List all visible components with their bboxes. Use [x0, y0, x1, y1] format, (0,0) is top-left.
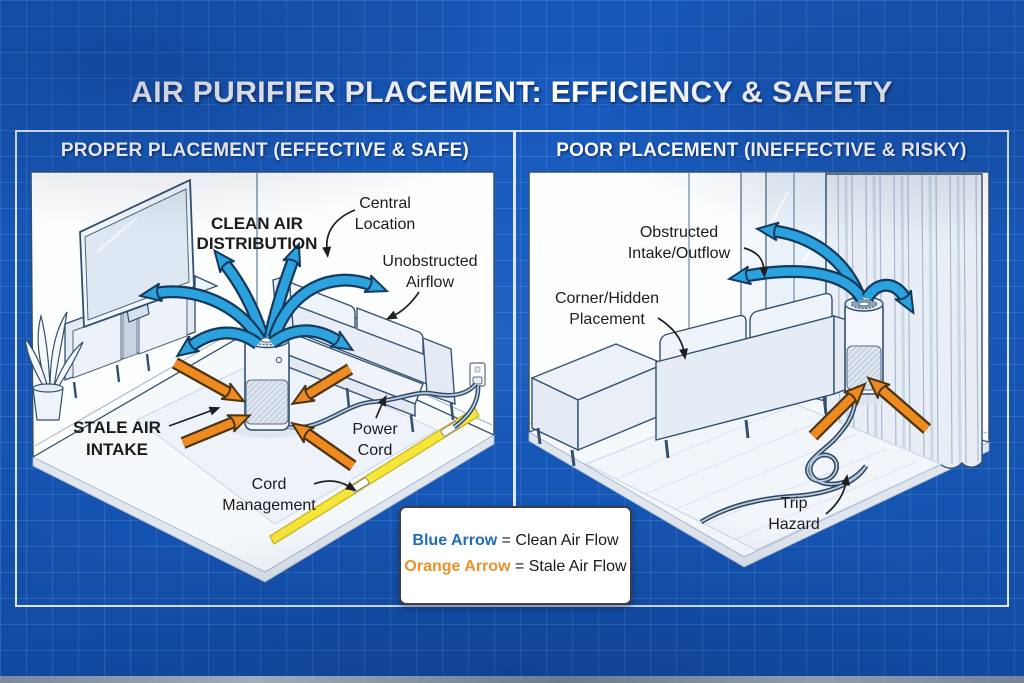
air-purifier: [235, 331, 299, 438]
panel-poor-placement: Obstructed Intake/Outflow Corner/Hidden …: [516, 132, 1007, 605]
page-title: AIR PURIFIER PLACEMENT: EFFICIENCY & SAF…: [131, 76, 893, 109]
panel-proper-placement: CLEAN AIR DISTRIBUTION Central Location …: [17, 132, 513, 605]
label-stale-1: STALE AIR: [73, 418, 161, 437]
label-cordmgmt-2: Management: [222, 497, 316, 514]
label-power-1: Power: [352, 421, 398, 438]
power-cord: [278, 382, 481, 430]
label-corner-1: Corner/Hidden: [555, 290, 659, 307]
stale-air-arrows: [808, 376, 932, 441]
legend-orange-desc: = Stale Air Flow: [510, 558, 627, 575]
legend-orange-term: Orange Arrow: [404, 558, 511, 575]
label-corner-2: Placement: [569, 311, 645, 328]
panel-proper-header: PROPER PLACEMENT (EFFECTIVE & SAFE): [60, 140, 470, 161]
label-power-2: Cord: [358, 442, 393, 459]
cord-tangle: [699, 395, 869, 525]
poor-room-illustration: Obstructed Intake/Outflow Corner/Hidden …: [528, 171, 990, 568]
label-leaders: [168, 209, 420, 492]
diagram-frame: CLEAN AIR DISTRIBUTION Central Location …: [15, 130, 1009, 607]
legend-box: Blue Arrow = Clean Air Flow Orange Arrow…: [399, 506, 632, 605]
torn-edge: [0, 676, 1024, 683]
label-cordmgmt-1: Cord: [252, 476, 287, 493]
labels: Obstructed Intake/Outflow Corner/Hidden …: [555, 224, 820, 533]
label-clean-air-1: CLEAN AIR: [211, 214, 303, 233]
label-obstructed-2: Intake/Outflow: [628, 245, 731, 262]
label-central-1: Central: [359, 195, 411, 212]
label-leaders: [657, 247, 850, 515]
legend-blue-term: Blue Arrow: [412, 532, 498, 549]
label-unobstructed-2: Airflow: [406, 274, 454, 291]
label-stale-2: INTAKE: [86, 440, 148, 459]
panel-poor-header: POOR PLACEMENT (INEFFECTIVE & RISKY): [556, 140, 967, 161]
labels: CLEAN AIR DISTRIBUTION Central Location …: [73, 195, 478, 514]
label-unobstructed-1: Unobstructed: [382, 253, 477, 270]
legend-line-blue: Blue Arrow = Clean Air Flow: [401, 528, 630, 554]
stale-air-arrows: [171, 357, 357, 472]
label-obstructed-1: Obstructed: [640, 224, 718, 241]
plant: [24, 311, 84, 421]
proper-room-illustration: CLEAN AIR DISTRIBUTION Central Location …: [24, 171, 495, 583]
panel-divider: [513, 132, 516, 605]
label-central-2: Location: [355, 216, 416, 233]
label-trip-2: Hazard: [768, 516, 820, 533]
label-clean-air-2: DISTRIBUTION: [197, 234, 318, 253]
legend-blue-desc: = Clean Air Flow: [497, 532, 619, 549]
clean-air-arrows: [137, 241, 390, 358]
label-trip-1: Trip: [781, 495, 808, 512]
power-outlet: [469, 362, 486, 387]
legend-line-orange: Orange Arrow = Stale Air Flow: [401, 554, 630, 580]
